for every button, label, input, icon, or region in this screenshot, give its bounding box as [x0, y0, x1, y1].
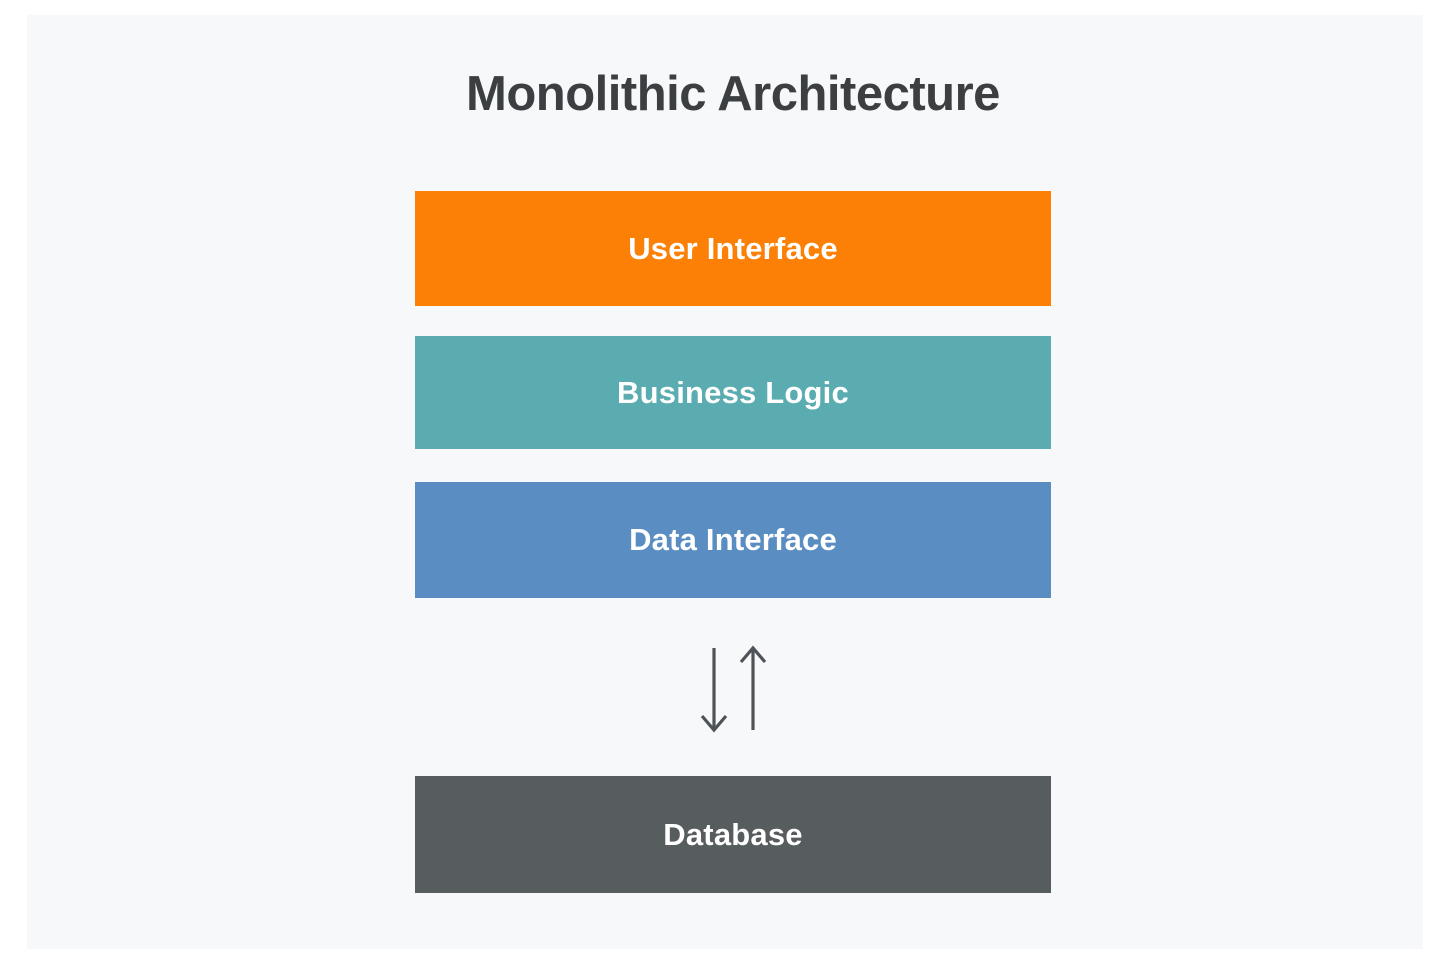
down-arrow-icon — [700, 648, 728, 733]
layer-user-interface-label: User Interface — [628, 230, 838, 266]
database-label: Database — [663, 816, 803, 852]
layer-data-interface: Data Interface — [415, 482, 1051, 598]
layer-user-interface: User Interface — [415, 191, 1051, 306]
up-arrow-icon — [739, 645, 767, 730]
layer-business-logic-label: Business Logic — [617, 374, 849, 410]
layer-data-interface-label: Data Interface — [629, 522, 837, 557]
diagram-title: Monolithic Architecture — [466, 67, 1000, 121]
layer-business-logic: Business Logic — [415, 336, 1051, 449]
database-box: Database — [415, 776, 1051, 893]
